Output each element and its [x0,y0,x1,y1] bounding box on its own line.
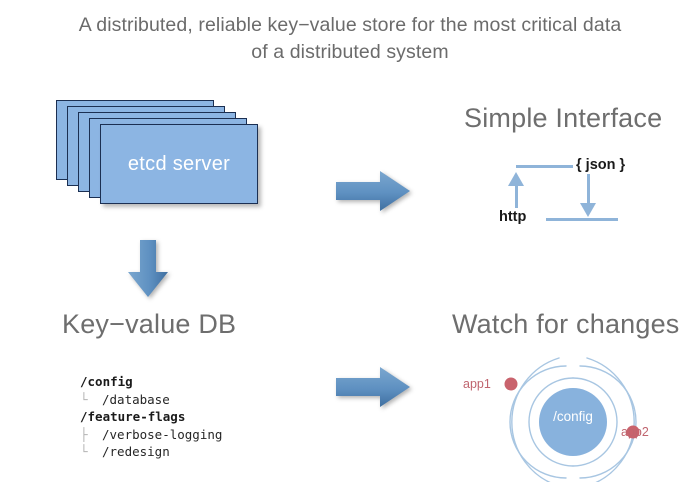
tree-row: /config [80,373,222,391]
etcd-server-stack: etcd server [56,100,261,210]
right-arrow-icon-db-to-watch [336,367,410,407]
watcher-dot-app1 [504,377,518,391]
section-heading-key-value-db: Key−value DB [62,309,237,339]
arrow-down-icon-json [580,203,596,217]
section-heading-simple-interface: Simple Interface [464,103,663,133]
key-value-tree: /config └ /database /feature-flags ├ /verb… [80,373,222,461]
watcher-dot-app2 [626,425,640,439]
tree-node-label: /feature-flags [80,409,186,424]
tree-row: ├ /verbose-logging [80,426,222,444]
tree-connector-icon: └ [80,444,88,459]
tree-connector-icon: └ [80,391,88,407]
http-label: http [496,208,530,226]
section-heading-watch-for-changes: Watch for changes [452,309,680,339]
tree-row: /feature-flags [80,408,222,426]
config-key-label: /config [553,409,593,424]
json-label: { json } [573,156,629,174]
cycle-line-left [515,180,518,218]
config-key-circle [539,388,607,456]
cycle-line-right [587,165,590,205]
radar-rings-graphic [504,357,640,487]
watch-radar-diagram: /config app1 app2 [455,352,690,487]
cycle-line-bottom [546,218,618,221]
tree-node-label: /database [102,391,170,407]
tree-row: └ /database [80,391,222,409]
down-arrow-icon-etcd-to-db [128,240,168,297]
right-arrow-icon-etcd-to-interface [336,171,410,211]
tree-node-label: /redesign [102,444,170,459]
etcd-server-label: etcd server [127,152,231,175]
page-title: A distributed, reliable key−value store … [78,14,622,63]
watcher-label-app1: app1 [463,377,491,391]
tree-connector-icon: ├ [80,426,88,442]
arrow-up-icon-http [508,172,524,186]
tree-node-label: /verbose-logging [102,426,223,442]
tree-node-label: /config [80,374,133,389]
http-json-cycle-diagram: { json } http [494,148,674,233]
cycle-line-top [516,165,582,168]
tree-row: └ /redesign [80,443,222,461]
watcher-label-app2: app2 [621,425,649,439]
etcd-card-5: etcd server [100,124,258,204]
